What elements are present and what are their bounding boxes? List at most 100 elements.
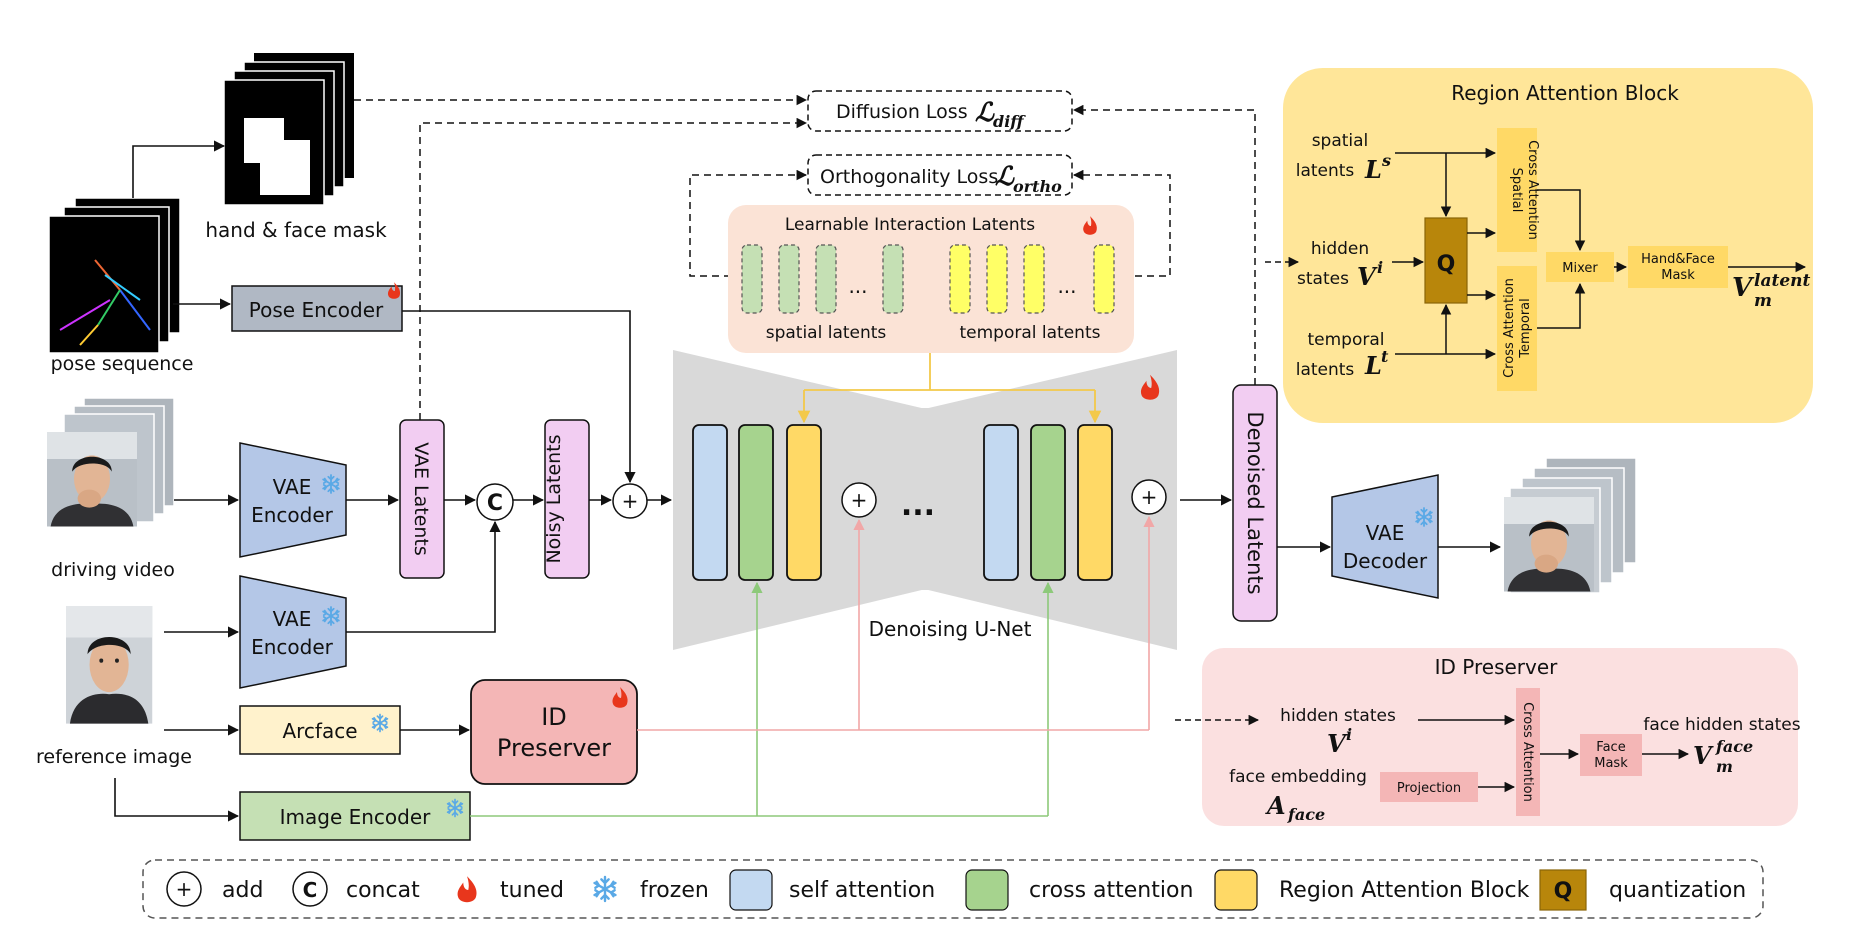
svg-text:latents: latents bbox=[1296, 161, 1355, 181]
pose-encoder: Pose Encoder bbox=[231, 282, 403, 332]
svg-text:V: V bbox=[1327, 729, 1348, 758]
svg-text:Hand&Face: Hand&Face bbox=[1641, 252, 1715, 267]
interaction-latents-panel: Learnable Interaction Latents ... ... sp… bbox=[728, 205, 1134, 353]
quantization-block bbox=[1424, 217, 1468, 304]
denoising-unet: + + ... Denoising U-Net bbox=[673, 350, 1177, 650]
legend-region-attention-block: Region Attention Block bbox=[1214, 869, 1530, 911]
svg-text:cross attention: cross attention bbox=[1029, 878, 1193, 903]
diffusion-loss-box: Diffusion Loss ℒ diff bbox=[807, 90, 1073, 132]
concat-node: C bbox=[476, 483, 514, 521]
svg-text:Mask: Mask bbox=[1594, 756, 1628, 771]
svg-text:Pose Encoder: Pose Encoder bbox=[249, 298, 384, 322]
svg-text:Projection: Projection bbox=[1397, 781, 1461, 796]
svg-text:s: s bbox=[1381, 151, 1391, 170]
svg-text:Temporal: Temporal bbox=[1518, 298, 1533, 359]
svg-text:tuned: tuned bbox=[500, 878, 564, 903]
legend-self-attention: self attention bbox=[729, 869, 935, 911]
svg-text:ℒ: ℒ bbox=[995, 162, 1015, 192]
svg-text:Cross Attention: Cross Attention bbox=[1520, 702, 1535, 802]
vae-encoder-driving: VAE Encoder bbox=[239, 442, 347, 558]
output-video-image bbox=[1504, 457, 1637, 594]
svg-text:L: L bbox=[1364, 155, 1382, 184]
svg-text:add: add bbox=[222, 878, 263, 903]
svg-text:i: i bbox=[1346, 725, 1352, 744]
svg-text:Image Encoder: Image Encoder bbox=[280, 805, 432, 829]
svg-text:V: V bbox=[1357, 262, 1378, 291]
temporal-cross-attention bbox=[1497, 266, 1537, 391]
driving-video-image bbox=[47, 397, 175, 527]
svg-text:face embedding: face embedding bbox=[1229, 767, 1367, 787]
svg-text:ℒ: ℒ bbox=[975, 98, 995, 128]
add-node-input: + bbox=[612, 483, 648, 519]
vae-latents: VAE Latents bbox=[399, 419, 445, 579]
driving-video-label: driving video bbox=[51, 559, 175, 581]
hand-face-mask-image bbox=[223, 53, 354, 206]
hand-face-mask-block bbox=[1628, 246, 1728, 288]
legend-concat: C concat bbox=[292, 871, 420, 907]
svg-text:C: C bbox=[487, 491, 503, 516]
svg-text:Orthogonality Loss: Orthogonality Loss bbox=[820, 166, 998, 188]
svg-text:...: ... bbox=[848, 274, 867, 298]
svg-text:Denoised Latents: Denoised Latents bbox=[1243, 411, 1267, 594]
image-encoder: Image Encoder bbox=[239, 791, 471, 841]
vae-encoder-reference: VAE Encoder bbox=[239, 575, 347, 689]
svg-text:VAE: VAE bbox=[273, 607, 312, 631]
svg-text:latent: latent bbox=[1754, 271, 1811, 291]
arcface: Arcface bbox=[239, 705, 401, 755]
svg-text:Region Attention Block: Region Attention Block bbox=[1279, 878, 1530, 903]
svg-text:face: face bbox=[1715, 737, 1753, 756]
svg-text:spatial: spatial bbox=[1312, 131, 1369, 151]
region-attention-title: Region Attention Block bbox=[1451, 81, 1679, 105]
svg-text:Noisy Latents: Noisy Latents bbox=[543, 434, 565, 563]
svg-text:VAE Latents: VAE Latents bbox=[410, 442, 432, 556]
vae-decoder: VAE Decoder bbox=[1331, 474, 1439, 599]
face-mask-block bbox=[1580, 734, 1642, 776]
svg-text:+: + bbox=[176, 877, 193, 901]
svg-text:+: + bbox=[622, 489, 639, 513]
svg-text:Spatial: Spatial bbox=[1509, 168, 1524, 213]
svg-text:self attention: self attention bbox=[789, 878, 935, 903]
id-preserver-title: ID Preserver bbox=[1435, 655, 1559, 679]
unet-label: Denoising U-Net bbox=[869, 617, 1032, 641]
region-attention-panel: Region Attention Block spatial latents L… bbox=[1283, 68, 1813, 423]
reference-image-label: reference image bbox=[36, 746, 192, 768]
svg-text:temporal: temporal bbox=[1307, 330, 1384, 350]
svg-text:Decoder: Decoder bbox=[1343, 549, 1428, 573]
spatial-cross-attention bbox=[1497, 128, 1537, 252]
svg-text:Cross Attention: Cross Attention bbox=[1525, 140, 1540, 240]
legend: + add C concat tuned frozen self attenti… bbox=[142, 859, 1764, 919]
projection-block bbox=[1380, 772, 1478, 802]
id-cross-attention-block bbox=[1516, 688, 1540, 816]
hand-face-mask-label: hand & face mask bbox=[205, 218, 387, 242]
svg-text:V: V bbox=[1732, 273, 1755, 303]
pose-sequence-label: pose sequence bbox=[51, 353, 194, 375]
legend-cross-attention: cross attention bbox=[965, 869, 1193, 911]
svg-text:VAE: VAE bbox=[273, 475, 312, 499]
svg-text:Face: Face bbox=[1596, 740, 1625, 755]
legend-add: + add bbox=[166, 871, 263, 907]
svg-text:Encoder: Encoder bbox=[251, 635, 334, 659]
svg-text:Q: Q bbox=[1437, 252, 1456, 277]
svg-text:C: C bbox=[303, 878, 318, 902]
legend-quantization: Q quantization bbox=[1539, 869, 1746, 911]
reference-image bbox=[66, 606, 153, 724]
svg-text:i: i bbox=[1377, 258, 1383, 277]
svg-text:A: A bbox=[1265, 791, 1286, 820]
svg-text:m: m bbox=[1754, 291, 1772, 311]
svg-text:+: + bbox=[851, 488, 868, 512]
svg-text:face hidden states: face hidden states bbox=[1643, 715, 1800, 735]
svg-text:states: states bbox=[1297, 269, 1349, 289]
svg-text:concat: concat bbox=[346, 878, 420, 903]
svg-text:Cross Attention: Cross Attention bbox=[1502, 278, 1517, 378]
unet-ellipsis: ... bbox=[901, 488, 935, 523]
svg-text:V: V bbox=[1693, 741, 1714, 770]
svg-text:diff: diff bbox=[993, 112, 1026, 131]
svg-text:Preserver: Preserver bbox=[497, 734, 611, 762]
svg-text:Q: Q bbox=[1554, 879, 1573, 904]
noisy-latents: Noisy Latents bbox=[543, 419, 590, 579]
svg-text:ID: ID bbox=[541, 703, 567, 731]
id-preserver-module: ID Preserver bbox=[470, 679, 638, 785]
legend-frozen: frozen bbox=[593, 875, 709, 903]
svg-text:frozen: frozen bbox=[640, 878, 709, 903]
